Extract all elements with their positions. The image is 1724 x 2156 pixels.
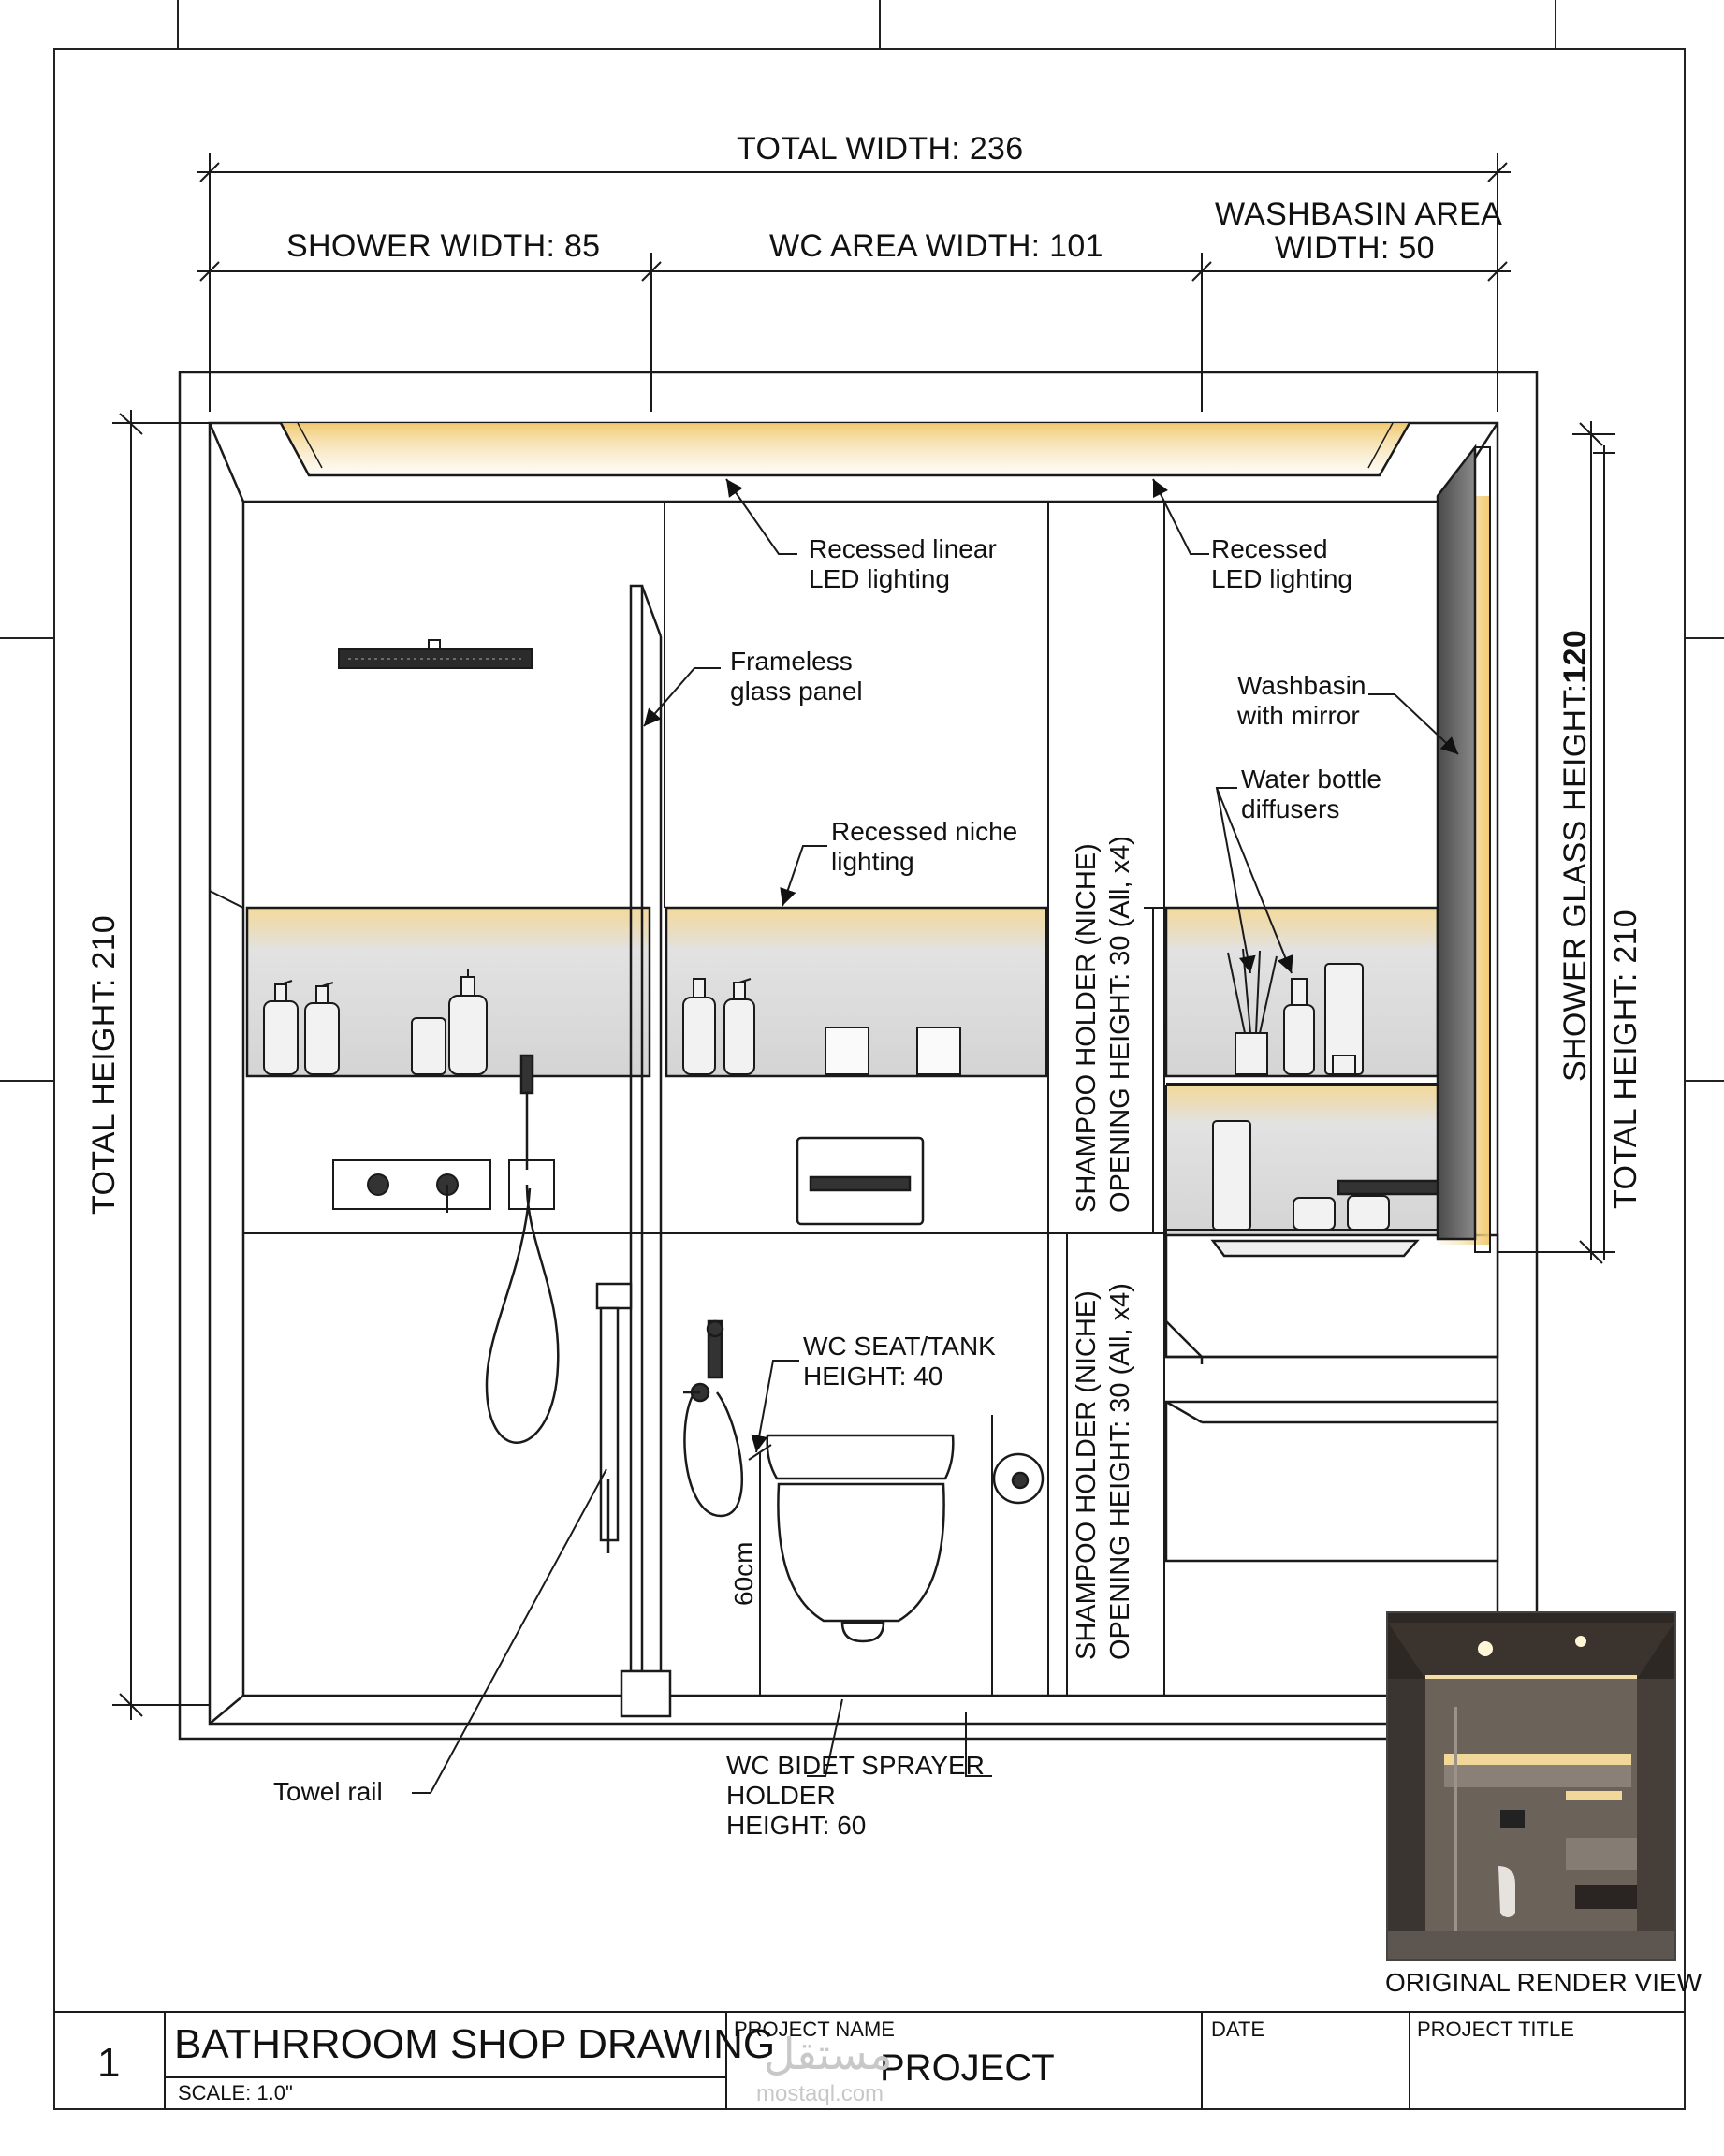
sheet-number: 1 bbox=[97, 2040, 121, 2086]
glass-panel bbox=[620, 584, 672, 1718]
washbasin-width-label-line2: WIDTH: 50 bbox=[1275, 230, 1435, 266]
shower-glass-height-text: SHOWER GLASS HEIGHT: bbox=[1557, 683, 1593, 1082]
shower-glass-height-value: 120 bbox=[1557, 629, 1593, 684]
shampoo-holder-lower-line2: OPENING HEIGHT: 30 (All, x4) bbox=[1105, 1283, 1135, 1660]
sheet-border bbox=[0, 0, 1724, 2110]
wall-hung-wc bbox=[766, 1434, 955, 1643]
ceiling-led-cove bbox=[279, 422, 1411, 477]
bidet-holder-line2: HOLDER bbox=[726, 1781, 836, 1810]
washbasin-mirror-line1: Washbasin bbox=[1237, 671, 1366, 700]
niche-bottles bbox=[263, 948, 1390, 1231]
project-name-value: PROJECT bbox=[880, 2047, 1055, 2089]
shower-glass-height-label: SHOWER GLASS HEIGHT:120 bbox=[1557, 629, 1593, 1082]
recessed-led-line1: Recessed bbox=[1211, 534, 1328, 563]
frameless-glass-line1: Frameless bbox=[730, 647, 853, 676]
frameless-glass-line2: glass panel bbox=[730, 677, 863, 706]
niche-lighting-line1: Recessed niche bbox=[831, 817, 1018, 846]
wc-60cm-label: 60cm bbox=[729, 1541, 758, 1606]
shampoo-holder-upper-line2: OPENING HEIGHT: 30 (All, x4) bbox=[1105, 836, 1135, 1213]
towel-rail bbox=[595, 1282, 633, 1553]
drawing-title: BATHRROOM SHOP DRAWING bbox=[174, 2021, 776, 2067]
original-render-view bbox=[1386, 1611, 1676, 1961]
washbasin-width-label-line1: WASHBASIN AREA bbox=[1215, 197, 1503, 232]
wc-area-width-label: WC AREA WIDTH: 101 bbox=[769, 228, 1103, 264]
niche-lighting-line2: lighting bbox=[831, 847, 914, 876]
total-width-label: TOTAL WIDTH: 236 bbox=[737, 131, 1024, 167]
hand-shower bbox=[485, 1054, 560, 1444]
shower-mixer bbox=[332, 1159, 555, 1213]
title-block-lines bbox=[54, 2011, 1685, 2109]
render-image bbox=[1388, 1613, 1674, 1959]
wc-seat-line2: HEIGHT: 40 bbox=[803, 1362, 943, 1391]
shampoo-holder-upper-line1: SHAMPOO HOLDER (NICHE) bbox=[1072, 843, 1102, 1213]
leader-lines bbox=[412, 478, 1459, 1794]
towel-rail-label: Towel rail bbox=[273, 1777, 383, 1806]
vanity bbox=[1164, 1175, 1499, 1563]
recessed-led-line2: LED lighting bbox=[1211, 564, 1352, 593]
dimension-lines bbox=[112, 153, 1615, 1720]
wash-mirror bbox=[1436, 444, 1491, 1253]
watermark-arabic: مستقل bbox=[764, 2030, 893, 2078]
total-height-left-label: TOTAL HEIGHT: 210 bbox=[86, 914, 122, 1215]
render-caption: ORIGINAL RENDER VIEW bbox=[1385, 1968, 1702, 1997]
wall-panel-lines bbox=[209, 502, 1165, 1696]
shower-width-label: SHOWER WIDTH: 85 bbox=[286, 228, 601, 264]
date-label: DATE bbox=[1211, 2018, 1265, 2041]
washbasin-mirror-line2: with mirror bbox=[1237, 701, 1360, 730]
flush-plate bbox=[796, 1136, 925, 1226]
drawing-scale: SCALE: 1.0" bbox=[178, 2081, 293, 2105]
shampoo-holder-lower-line1: SHAMPOO HOLDER (NICHE) bbox=[1072, 1290, 1102, 1660]
recessed-linear-led-line2: LED lighting bbox=[809, 564, 950, 593]
toilet-paper-holder bbox=[992, 1452, 1045, 1505]
wc-seat-line1: WC SEAT/TANK bbox=[803, 1332, 996, 1361]
project-title-label: PROJECT TITLE bbox=[1417, 2018, 1574, 2041]
bidet-sprayer bbox=[683, 1319, 744, 1518]
water-bottle-line1: Water bottle bbox=[1241, 765, 1381, 794]
bidet-holder-line3: HEIGHT: 60 bbox=[726, 1811, 867, 1840]
water-bottle-line2: diffusers bbox=[1241, 794, 1340, 823]
recessed-linear-led-line1: Recessed linear bbox=[809, 534, 997, 563]
total-height-right-label: TOTAL HEIGHT: 210 bbox=[1608, 909, 1644, 1209]
bidet-holder-line1: WC BIDET SPRAYER bbox=[726, 1751, 985, 1780]
project-name-label: PROJECT NAME bbox=[734, 2018, 895, 2041]
watermark-latin: mostaql.com bbox=[756, 2081, 884, 2106]
rain-shower-head bbox=[338, 639, 533, 669]
